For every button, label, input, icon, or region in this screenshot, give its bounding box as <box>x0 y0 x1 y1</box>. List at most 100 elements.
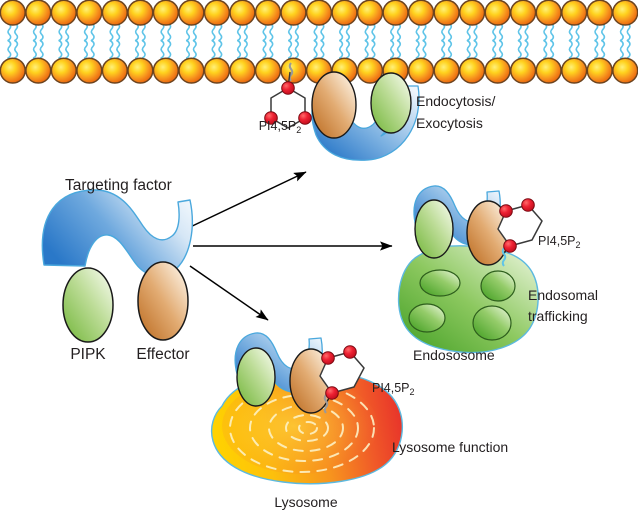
lipid-head-outer <box>586 0 613 26</box>
pathway-arrows <box>185 171 393 321</box>
lipid-tail <box>619 23 624 43</box>
endosome-label: Endososome <box>413 347 495 363</box>
lipid-tail <box>498 23 504 43</box>
lipid-head-inner <box>458 57 486 84</box>
lipid-head-inner <box>127 57 154 84</box>
lipid-tail <box>345 40 351 60</box>
lipid-tail <box>320 23 325 43</box>
lipid-head-outer <box>433 0 460 26</box>
membrane-lipid-tails <box>7 23 631 60</box>
lipid-tail <box>517 23 522 43</box>
lipid-tail <box>218 23 223 43</box>
lipid-tail <box>7 23 12 43</box>
lipid-tail <box>364 40 369 60</box>
lipid-tail <box>14 23 19 43</box>
phosphate-group <box>321 351 335 365</box>
lipid-tail <box>549 40 555 60</box>
phosphate-group <box>264 111 278 125</box>
lipid-tail <box>141 40 146 60</box>
endosome-internal-vesicle <box>408 303 446 333</box>
lipid-tail <box>524 23 529 43</box>
lipid-tail <box>32 23 37 43</box>
pipk-shape <box>62 267 114 343</box>
lipid-tail <box>339 23 344 43</box>
lipid-tail <box>160 23 165 43</box>
lipid-tail <box>83 23 89 43</box>
lipid-tail <box>371 23 376 43</box>
lipid-tail <box>396 40 402 60</box>
lipid-tail <box>109 23 114 43</box>
pip2-anchor-tail <box>323 394 329 414</box>
lipid-tail <box>14 40 19 60</box>
lipid-head-inner <box>407 57 435 84</box>
lipid-tail <box>32 40 37 60</box>
lipid-tail <box>7 40 12 60</box>
lipid-head-outer <box>152 0 180 26</box>
lipid-tail <box>287 40 293 60</box>
lipid-head-inner <box>76 57 103 84</box>
lipid-tail <box>192 40 197 60</box>
lipid-head-outer <box>561 0 588 26</box>
lipid-tail <box>466 40 471 60</box>
lipid-head-outer <box>254 0 282 26</box>
central-targeting-complex: Targeting factor PIPK Effector <box>41 177 193 363</box>
lipid-tail <box>524 40 529 60</box>
lipid-tail <box>473 23 478 43</box>
lipid-tail <box>568 23 573 43</box>
lipid-tail <box>543 40 548 60</box>
lipid-tail <box>568 40 573 60</box>
pip2-label-subscript: 2 <box>296 125 301 135</box>
endosomal-trafficking-label-line1: Endosomal <box>528 287 598 303</box>
lipid-head-outer <box>535 0 562 26</box>
endocytosis-label-line1: Endocytosis/ <box>416 93 495 109</box>
lipid-tail <box>601 23 606 43</box>
lipid-tail <box>466 23 471 43</box>
phosphate-group <box>298 111 312 125</box>
lipid-head-inner <box>586 57 613 84</box>
lipid-head-outer <box>25 0 52 26</box>
effector-shape <box>137 261 189 341</box>
lipid-tail <box>422 23 427 43</box>
pip2-label-text: PI4,5P <box>538 234 576 248</box>
lipid-head-inner <box>101 57 128 84</box>
lipid-tail <box>447 40 453 60</box>
lipid-tail <box>160 40 165 60</box>
targeting-factor-label: Targeting factor <box>65 177 172 194</box>
lipid-tail <box>116 23 121 43</box>
lipid-tail <box>269 23 274 43</box>
lipid-head-outer <box>229 0 256 26</box>
lipid-head-outer <box>356 0 384 26</box>
plasma-membrane-bilayer <box>0 0 638 84</box>
lipid-tail <box>601 40 606 60</box>
lipid-tail <box>83 40 89 60</box>
phosphate-group <box>343 345 357 359</box>
lipid-tail <box>364 23 369 43</box>
lipid-head-inner <box>280 57 307 84</box>
lipid-head-inner <box>254 57 282 84</box>
phosphate-group <box>499 204 513 218</box>
pip2-label-endosome: PI4,5P2 <box>538 234 581 250</box>
lipid-tail <box>492 23 497 43</box>
lipid-tail <box>415 23 420 43</box>
lipid-tail <box>320 40 325 60</box>
arrow-to-plasma-membrane <box>185 171 307 230</box>
endosome-internal-vesicle <box>472 305 512 341</box>
lipid-head-inner <box>178 57 205 84</box>
lysosome-function-label: Lysosome function <box>392 439 508 455</box>
lipid-tail <box>65 23 70 43</box>
lipid-tail <box>594 23 599 43</box>
lipid-tail <box>396 23 402 43</box>
lipid-tail <box>269 40 274 60</box>
lysosome-label: Lysosome <box>274 494 338 510</box>
lipid-tail <box>345 23 351 43</box>
lipid-head-inner <box>433 57 460 84</box>
pip2-anchor-tail <box>501 247 507 267</box>
lipid-head-outer <box>510 0 537 26</box>
pipk-shape-lysosome <box>236 347 276 407</box>
endosome-body-shape <box>397 245 539 354</box>
lipid-tail <box>313 40 318 60</box>
lipid-head-outer <box>382 0 409 26</box>
pipk-shape-endosome <box>414 199 454 259</box>
lipid-head-outer <box>50 0 77 26</box>
